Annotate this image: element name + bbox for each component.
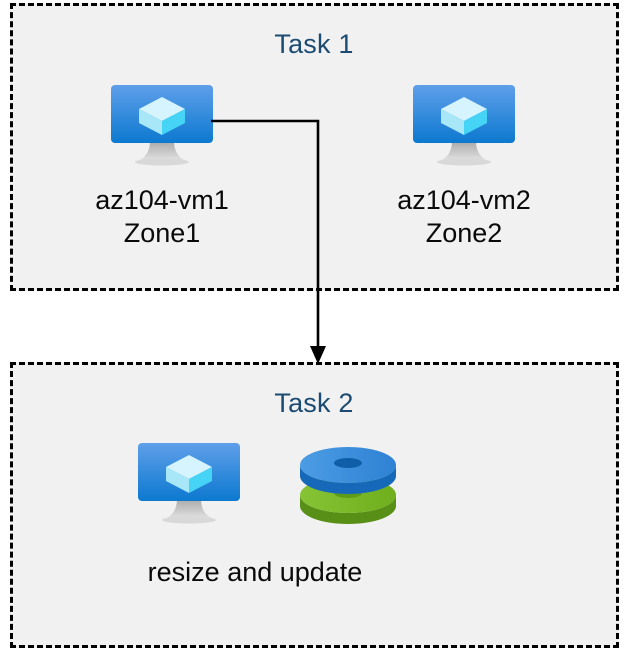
- vm-name: az104-vm1: [95, 185, 229, 215]
- virtual-machine-icon: [111, 85, 213, 166]
- node-label: az104-vm2 Zone2: [364, 184, 564, 250]
- virtual-machine-icon: [138, 443, 240, 524]
- node-label: az104-vm1 Zone1: [62, 184, 262, 250]
- task-2-title: Task 2: [274, 388, 354, 418]
- vm-name: az104-vm2: [397, 185, 531, 215]
- vm-zone: Zone2: [425, 218, 503, 248]
- vm-zone: Zone1: [123, 218, 201, 248]
- node-task-2-resources[interactable]: resize and update: [110, 440, 400, 589]
- task-1-title: Task 1: [274, 29, 354, 59]
- task-2-icon-row: [110, 440, 400, 526]
- node-label: resize and update: [110, 556, 400, 589]
- node-az104-vm2[interactable]: az104-vm2 Zone2: [364, 82, 564, 250]
- virtual-machine-icon: [413, 85, 515, 166]
- node-az104-vm1[interactable]: az104-vm1 Zone1: [62, 82, 262, 250]
- task-2-caption: resize and update: [147, 557, 363, 587]
- managed-disks-icon: [300, 447, 396, 524]
